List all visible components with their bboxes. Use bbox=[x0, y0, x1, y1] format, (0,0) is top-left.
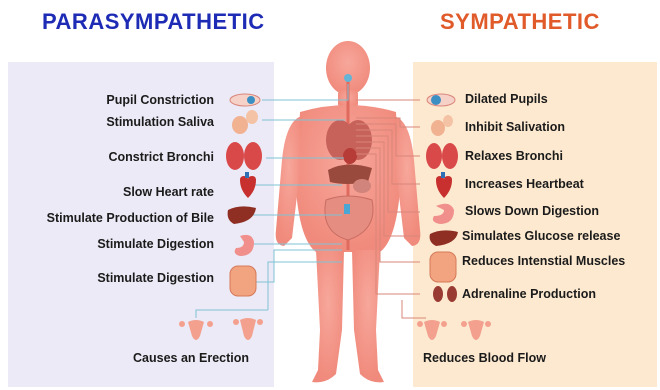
uterus-icon bbox=[233, 318, 263, 340]
intestine-icon bbox=[430, 252, 456, 282]
liver-icon bbox=[228, 206, 256, 224]
lungs-icon bbox=[426, 143, 458, 169]
salivary-gland-icon bbox=[232, 110, 258, 134]
eye-icon bbox=[427, 94, 455, 106]
uterus-icon bbox=[417, 320, 447, 340]
eye-icon bbox=[230, 94, 260, 106]
left-organ-icons bbox=[179, 94, 263, 340]
lungs-icon bbox=[226, 142, 262, 170]
stomach-icon bbox=[235, 235, 254, 256]
heart-icon bbox=[436, 172, 452, 198]
intestine-icon bbox=[230, 266, 256, 296]
stomach-icon bbox=[433, 204, 454, 224]
uterus-icon bbox=[179, 320, 213, 340]
salivary-gland-icon bbox=[431, 115, 453, 136]
kidney-icon bbox=[433, 286, 457, 302]
uterus-icon bbox=[461, 320, 491, 340]
right-organ-icons bbox=[417, 94, 491, 340]
heart-icon bbox=[240, 172, 256, 198]
liver-icon bbox=[430, 230, 458, 246]
